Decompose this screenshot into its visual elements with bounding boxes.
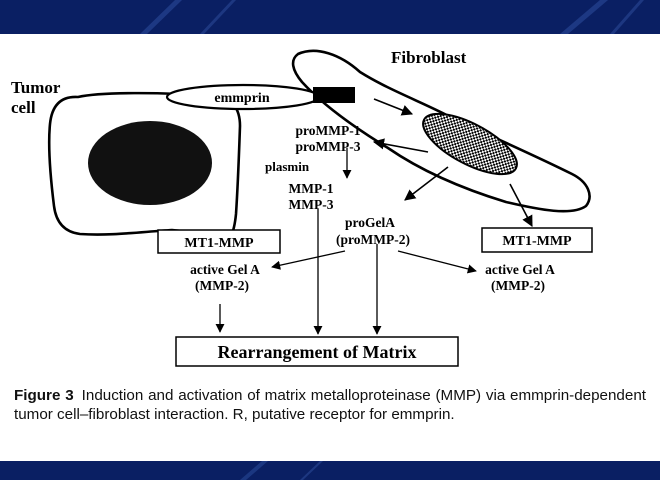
mt1mmp-left-label: MT1-MMP bbox=[184, 236, 254, 251]
prommp3-label: proMMP-3 bbox=[296, 139, 361, 154]
arrow-nucleus-to-prommp bbox=[372, 138, 429, 153]
top-decorative-band bbox=[0, 0, 660, 34]
prommp2-label: (proMMP-2) bbox=[336, 232, 410, 247]
active-gela-right-line1: active Gel A bbox=[485, 262, 555, 277]
mmp3-label: MMP-3 bbox=[289, 197, 334, 212]
arrow-nucleus-to-mt1mmp-right bbox=[509, 183, 533, 227]
plasmin-label: plasmin bbox=[265, 159, 310, 174]
mt1mmp-left-box bbox=[157, 229, 281, 254]
rearrangement-label: Rearrangement of Matrix bbox=[218, 342, 417, 362]
rearrangement-box bbox=[175, 336, 459, 367]
active-gela-left-line2: (MMP-2) bbox=[195, 278, 249, 293]
bottom-band-streaks bbox=[240, 461, 323, 480]
top-band-streaks bbox=[140, 0, 644, 34]
fibroblast-label: Fibroblast bbox=[391, 48, 467, 67]
mt1mmp-right-label: MT1-MMP bbox=[502, 234, 572, 249]
arrow-progela-to-left bbox=[271, 250, 346, 270]
bottom-decorative-band bbox=[0, 461, 660, 480]
prommp1-label: proMMP-1 bbox=[296, 123, 361, 138]
active-gela-left-line1: active Gel A bbox=[190, 262, 260, 277]
slide-content: Tumor cell Fibroblast emmprin proMMP-1 p… bbox=[0, 34, 660, 461]
emmprin-label: emmprin bbox=[214, 91, 269, 106]
arrow-receptor-to-nucleus bbox=[373, 98, 414, 116]
progela-label: proGelA bbox=[345, 215, 395, 230]
active-gela-right-line2: (MMP-2) bbox=[491, 278, 545, 293]
caption-text: Induction and activation of matrix metal… bbox=[14, 387, 646, 423]
arrow-nucleus-to-progela bbox=[404, 166, 449, 201]
mt1mmp-right-box bbox=[481, 227, 593, 253]
figure-number: Figure 3 bbox=[14, 387, 74, 404]
tumor-label-line1: Tumor bbox=[11, 78, 61, 97]
tumor-label-line2: cell bbox=[11, 98, 36, 117]
tumor-fibroblast-diagram: Tumor cell Fibroblast emmprin proMMP-1 p… bbox=[11, 48, 593, 367]
mmp1-label: MMP-1 bbox=[289, 181, 334, 196]
arrow-progela-to-right bbox=[397, 250, 477, 274]
tumor-nucleus bbox=[88, 121, 212, 205]
fibroblast-nucleus bbox=[422, 112, 518, 176]
fibroblast-outline bbox=[291, 49, 591, 213]
receptor-block bbox=[313, 87, 355, 103]
